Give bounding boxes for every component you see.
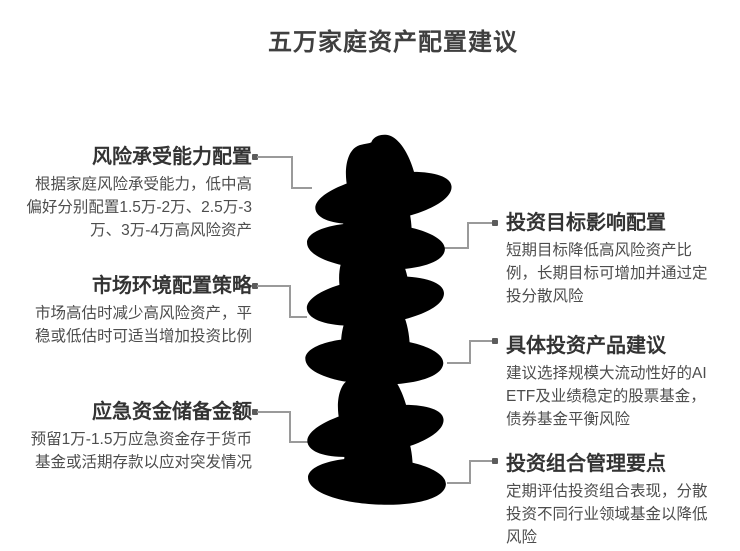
- node-body: 市场高估时减少高风险资产，平稳或低估时可适当增加投资比例: [34, 305, 252, 345]
- node-body: 定期评估投资组合表现，分散投资不同行业领域基金以降低风险: [506, 483, 708, 546]
- node-product-advice: 具体投资产品建议 建议选择规模大流动性好的AI ETF及业绩稳定的股票基金，债券…: [506, 333, 710, 431]
- node-title: 投资目标影响配置: [506, 212, 666, 234]
- node-title: 具体投资产品建议: [506, 335, 666, 357]
- node-body: 根据家庭风险承受能力，低中高偏好分别配置1.5万-2万、2.5万-3万、3万-4…: [26, 176, 252, 239]
- node-body: 预留1万-1.5万应急资金存于货币基金或活期存款以应对突发情况: [30, 431, 252, 471]
- node-portfolio-management: 投资组合管理要点 定期评估投资组合表现，分散投资不同行业领域基金以降低风险: [506, 451, 710, 549]
- connector-right-2: [447, 338, 498, 364]
- node-body: 短期目标降低高风险资产比例，长期目标可增加并通过定投分散风险: [506, 242, 708, 305]
- node-market-strategy: 市场环境配置策略 市场高估时减少高风险资产，平稳或低估时可适当增加投资比例: [20, 273, 252, 348]
- connector-right-3: [447, 458, 498, 484]
- node-body: 建议选择规模大流动性好的AI ETF及业绩稳定的股票基金，债券基金平衡风险: [506, 365, 707, 428]
- node-risk-tolerance: 风险承受能力配置 根据家庭风险承受能力，低中高偏好分别配置1.5万-2万、2.5…: [20, 144, 252, 242]
- node-title: 投资组合管理要点: [506, 453, 666, 475]
- node-emergency-fund: 应急资金储备金额 预留1万-1.5万应急资金存于货币基金或活期存款以应对突发情况: [20, 399, 252, 474]
- node-title: 应急资金储备金额: [92, 401, 252, 423]
- node-title: 市场环境配置策略: [92, 275, 252, 297]
- node-title: 风险承受能力配置: [92, 146, 252, 168]
- page-title: 五万家庭资产配置建议: [268, 29, 518, 56]
- node-investment-goal: 投资目标影响配置 短期目标降低高风险资产比例，长期目标可增加并通过定投分散风险: [506, 210, 710, 308]
